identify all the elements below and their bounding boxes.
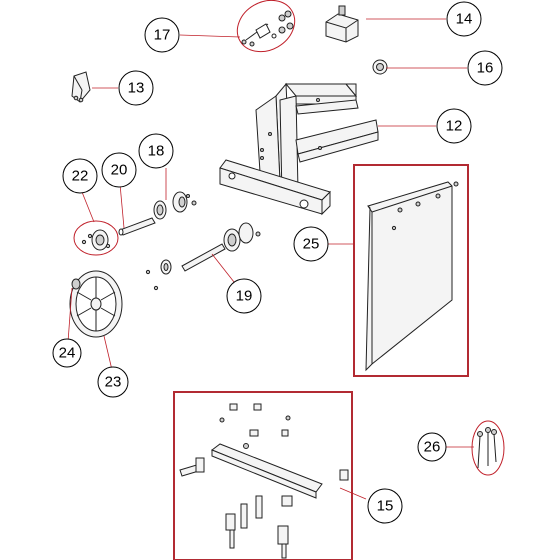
callout-16: 16 [467,50,503,86]
part-18-hub-assembly[interactable] [153,191,197,220]
callout-label: 16 [477,60,494,77]
callout-19: 19 [226,278,262,314]
part-23-wheel[interactable] [69,270,123,338]
callout-26: 26 [417,432,447,462]
part-15-base-assembly-box[interactable] [173,391,353,560]
callout-14: 14 [446,1,482,37]
callout-label: 26 [424,439,441,456]
part-16-knob[interactable] [372,59,388,75]
callout-20: 20 [101,152,137,188]
callout-label: 12 [446,118,463,135]
callout-15: 15 [367,488,403,524]
leader-lines [67,18,474,500]
callout-17: 17 [144,17,180,53]
callout-18: 18 [138,133,174,169]
callout-22: 22 [62,158,98,194]
callout-label: 14 [456,11,473,28]
part-17-hardware-set[interactable] [228,0,304,62]
callout-23: 23 [97,366,129,398]
part-19-axle-assembly[interactable] [145,222,261,291]
part-12-main-frame[interactable] [219,82,379,216]
callout-label: 25 [303,236,320,253]
callout-label: 20 [111,162,128,179]
part-26-bolt-set[interactable] [471,420,505,476]
callout-13: 13 [118,70,154,106]
part-20-axle-pin[interactable] [118,217,156,236]
callout-label: 15 [377,498,394,515]
callout-label: 13 [128,80,145,97]
callout-label: 17 [154,27,171,44]
callout-24: 24 [52,338,82,368]
callout-label: 22 [72,168,89,185]
part-24-wheel-cap[interactable] [71,278,81,290]
callout-25: 25 [293,226,329,262]
callout-label: 24 [59,345,76,362]
callout-label: 18 [148,143,165,160]
part-22-hub[interactable] [73,220,119,256]
part-13-small-bracket[interactable] [71,71,91,103]
callout-label: 23 [105,374,122,391]
part-25-panel-box[interactable] [353,164,469,377]
callout-label: 19 [236,288,253,305]
part-14-bracket[interactable] [325,5,359,43]
callout-12: 12 [436,108,472,144]
